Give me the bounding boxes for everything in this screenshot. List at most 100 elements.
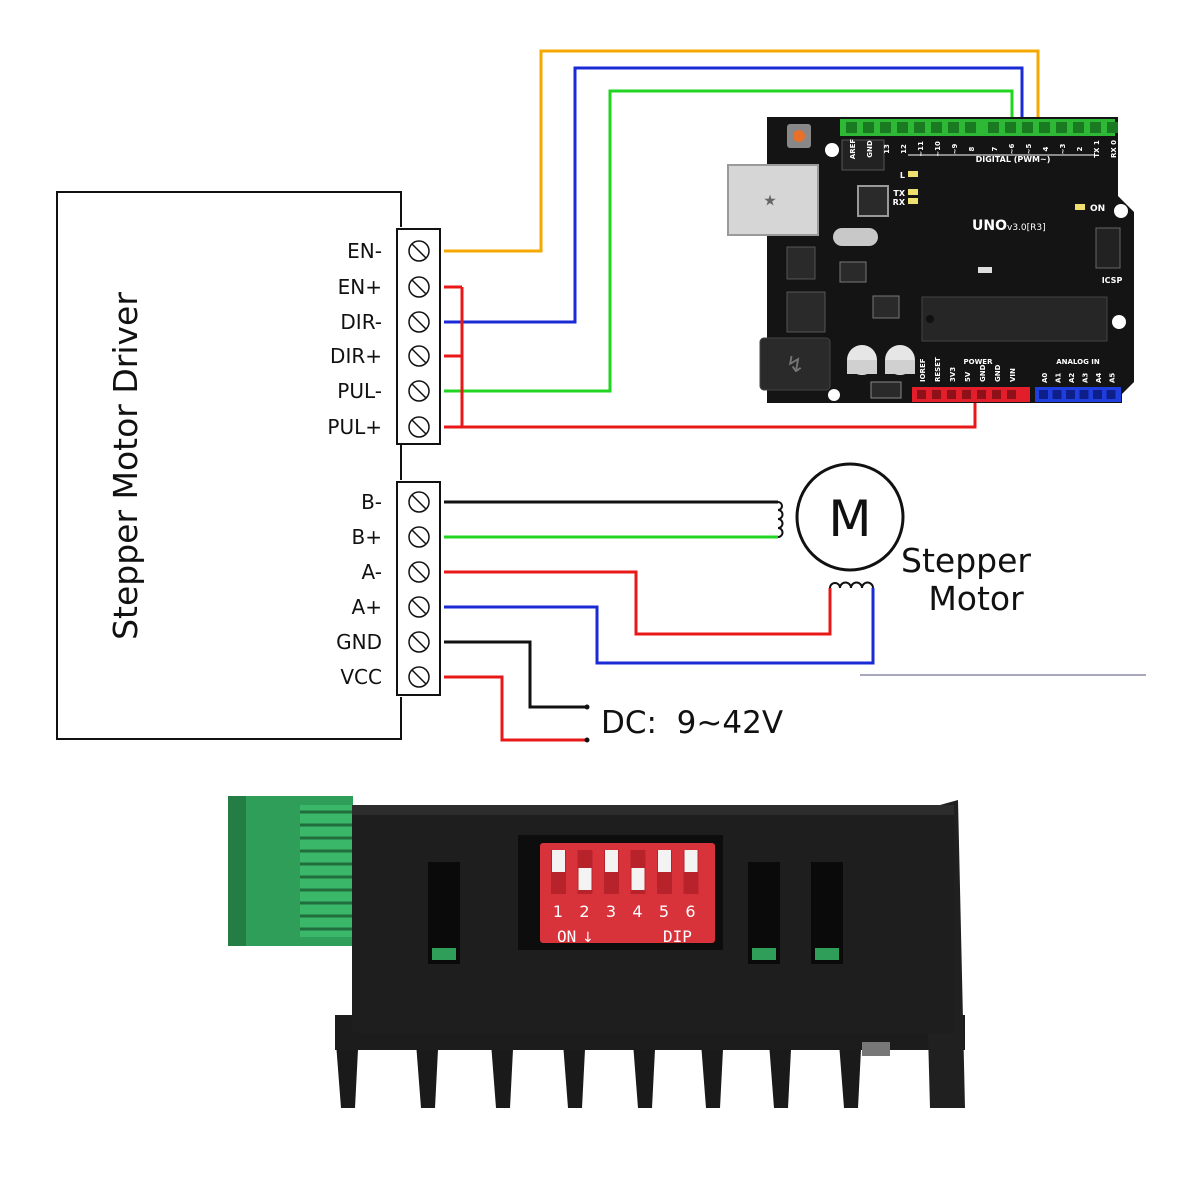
wire-a-minus xyxy=(444,570,832,636)
screw-slot xyxy=(411,419,427,435)
analog-pin-label: A4 xyxy=(1095,373,1103,383)
wire-dir-minus xyxy=(444,66,1024,324)
digital-pin-label: RX 0 xyxy=(1110,140,1118,158)
digital-pin-label: ~3 xyxy=(1059,144,1067,155)
driver-outline xyxy=(56,191,402,740)
terminal-label-pul-minusplus: PUL+ xyxy=(327,415,382,439)
terminal-label-en-minusplus: EN+ xyxy=(338,275,382,299)
terminal-label-gnd: GND xyxy=(336,630,382,654)
digital-pin-socket xyxy=(1005,122,1016,133)
power-pin-label: VIN xyxy=(1009,368,1017,382)
digital-pin-label: GND xyxy=(866,140,874,158)
dip-lever xyxy=(578,868,592,890)
wire-pul-minus xyxy=(444,89,1014,393)
digital-pin-socket xyxy=(863,122,874,133)
digital-pin-socket xyxy=(1090,122,1101,133)
power-pin-socket xyxy=(917,390,926,399)
led-small xyxy=(978,267,992,273)
power-pin-socket xyxy=(947,390,956,399)
wire-vcc xyxy=(444,675,585,742)
voltage-regulator xyxy=(786,246,816,280)
mounting-hole xyxy=(1114,204,1128,218)
icsp-header-usb xyxy=(841,139,885,171)
power-pin-label: GND xyxy=(994,364,1002,382)
crystal xyxy=(833,228,878,246)
digital-pin-label: AREF xyxy=(849,139,857,160)
power-terminal-vcc xyxy=(584,737,590,743)
mount-screw xyxy=(862,1042,890,1056)
analog-pin-label: A1 xyxy=(1055,373,1063,383)
screw-slot xyxy=(411,243,427,259)
coil-a-icon xyxy=(829,581,874,589)
digital-pin-socket xyxy=(931,122,942,133)
mcu-chip xyxy=(921,296,1108,342)
capacitor-base xyxy=(847,360,877,374)
body-top-edge xyxy=(352,805,954,815)
motor-label-line1: Stepper xyxy=(901,541,1031,580)
power-pin-label: RESET xyxy=(934,357,942,382)
vent-slot-right-b xyxy=(811,862,843,964)
digital-pin-label: ~6 xyxy=(1008,144,1016,155)
led-icon xyxy=(908,198,918,204)
analog-pin-socket xyxy=(1039,390,1048,399)
analog-pin-label: A3 xyxy=(1082,373,1090,383)
driver-title: Stepper Motor Driver xyxy=(106,292,145,640)
small-chip xyxy=(870,381,902,399)
power-pin-socket xyxy=(977,390,986,399)
digital-pin-label: ~5 xyxy=(1025,144,1033,155)
wire-a-plus xyxy=(444,588,875,665)
screw-slot xyxy=(411,564,427,580)
terminal-label-b-minus: B- xyxy=(361,490,382,514)
terminal-label-b-minusplus: B+ xyxy=(352,525,382,549)
analog-pin-label: A2 xyxy=(1068,373,1076,383)
terminal-block-ridge-lines xyxy=(300,810,352,931)
dip-lever xyxy=(552,850,565,872)
mounting-hole xyxy=(828,389,840,401)
analog-pin-socket xyxy=(1052,390,1062,399)
power-pin-socket xyxy=(1007,390,1016,399)
digital-pin-socket xyxy=(1073,122,1084,133)
digital-pin-socket xyxy=(914,122,925,133)
analog-header-label: ANALOG IN xyxy=(1056,358,1100,366)
digital-pin-label: ~10 xyxy=(934,141,942,157)
power-pin-socket xyxy=(932,390,941,399)
screw-slot xyxy=(411,599,427,615)
power-pin-label: GND xyxy=(979,364,987,382)
voltage-regulator xyxy=(786,291,826,333)
power-pin-sockets xyxy=(917,390,1016,399)
slot-board-edge xyxy=(752,948,776,960)
wire-en-minus xyxy=(444,49,1040,253)
digital-pin-label: ~9 xyxy=(951,144,959,155)
dip-number: 1 xyxy=(553,902,563,921)
terminal-label-a-minus: A- xyxy=(362,560,382,584)
board-version: v3.0[R3] xyxy=(1007,223,1046,233)
digital-pin-socket xyxy=(1107,122,1118,133)
terminal-screws xyxy=(408,240,430,688)
terminal-label-dir-minusplus: DIR+ xyxy=(330,344,382,368)
mounting-hole xyxy=(825,143,839,157)
power-pin-label: IOREF xyxy=(919,358,927,382)
small-chip xyxy=(839,261,867,283)
digital-pin-label: 4 xyxy=(1042,146,1050,151)
reset-button-cap xyxy=(793,130,805,142)
digital-header-label: DIGITAL (PWM~) xyxy=(976,155,1051,164)
power-supply: DC: 9~42V xyxy=(584,704,783,743)
motor-label-line2: Motor xyxy=(928,579,1024,618)
screw-slot xyxy=(411,494,427,510)
on-led xyxy=(1075,204,1085,210)
screw-slot xyxy=(411,634,427,650)
power-pin-label: 5V xyxy=(964,371,972,382)
led-icon xyxy=(908,171,918,177)
power-terminal-block xyxy=(396,481,441,696)
digital-pin-socket xyxy=(880,122,891,133)
vent-slot-right-a xyxy=(748,862,780,964)
analog-pin-socket xyxy=(1079,390,1089,399)
power-pin-socket xyxy=(962,390,971,399)
dip-lever xyxy=(658,850,671,872)
wires xyxy=(444,49,1040,742)
usb-icon: ⋆ xyxy=(761,183,780,218)
mounting-hole xyxy=(1112,315,1126,329)
